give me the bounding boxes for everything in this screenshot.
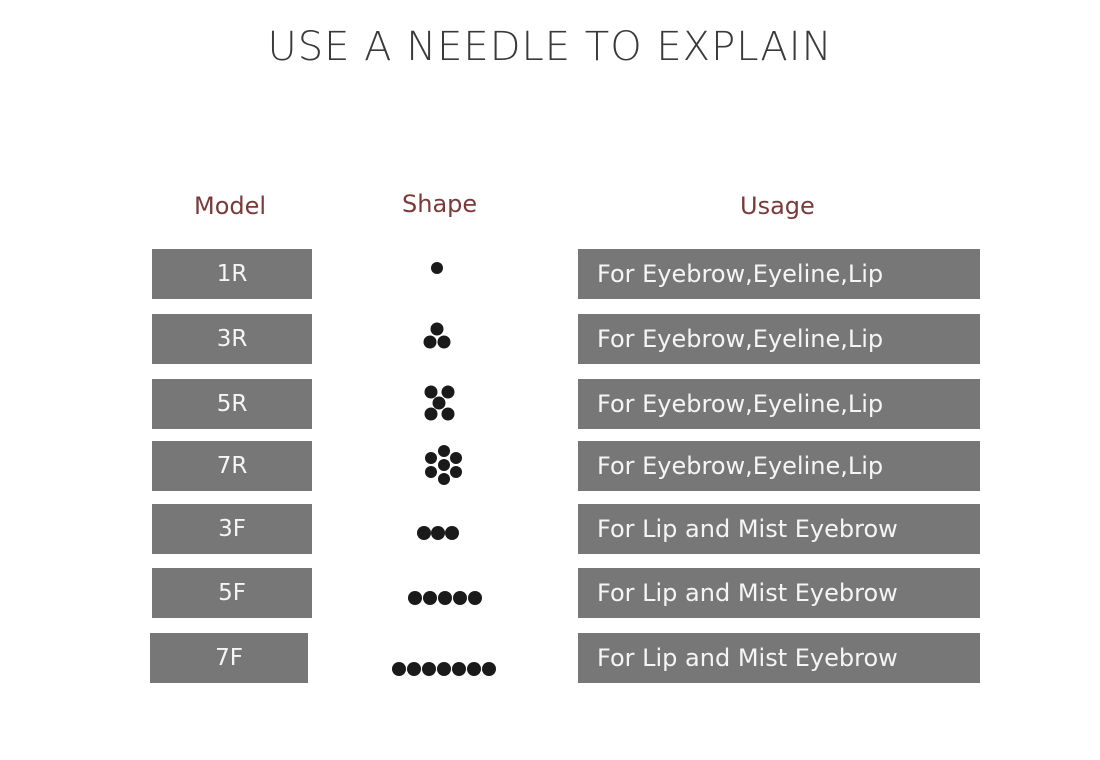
usage-cell: For Lip and Mist Eyebrow bbox=[578, 633, 980, 683]
usage-cell: For Eyebrow,Eyeline,Lip bbox=[578, 249, 980, 299]
column-header-model: Model bbox=[194, 192, 267, 220]
5-flat-needle-dots-icon bbox=[386, 568, 496, 618]
model-cell: 7F bbox=[150, 633, 308, 683]
1-round-needle-dots-icon bbox=[386, 249, 496, 299]
model-cell: 3R bbox=[152, 314, 312, 364]
usage-cell: For Eyebrow,Eyeline,Lip bbox=[578, 314, 980, 364]
needle-row-7f: 7F For Lip and Mist Eyebrow bbox=[0, 633, 1100, 683]
7-flat-needle-dots-icon bbox=[386, 633, 496, 683]
usage-cell: For Eyebrow,Eyeline,Lip bbox=[578, 379, 980, 429]
needle-row-3r: 3R For Eyebrow,Eyeline,Lip bbox=[0, 314, 1100, 364]
needle-row-5f: 5F For Lip and Mist Eyebrow bbox=[0, 568, 1100, 618]
usage-cell: For Eyebrow,Eyeline,Lip bbox=[578, 441, 980, 491]
model-cell: 5F bbox=[152, 568, 312, 618]
5-round-needle-dots-icon bbox=[386, 379, 496, 429]
model-cell: 7R bbox=[152, 441, 312, 491]
3-round-needle-dots-icon bbox=[386, 314, 496, 364]
page-title: USE A NEEDLE TO EXPLAIN bbox=[267, 24, 833, 70]
3-flat-needle-dots-icon bbox=[386, 504, 496, 554]
column-header-shape: Shape bbox=[402, 190, 478, 218]
needle-row-7r: 7R For Eyebrow,Eyeline,Lip bbox=[0, 441, 1100, 491]
usage-cell: For Lip and Mist Eyebrow bbox=[578, 568, 980, 618]
model-cell: 1R bbox=[152, 249, 312, 299]
usage-cell: For Lip and Mist Eyebrow bbox=[578, 504, 980, 554]
needle-row-1r: 1R For Eyebrow,Eyeline,Lip bbox=[0, 249, 1100, 299]
model-cell: 3F bbox=[152, 504, 312, 554]
model-cell: 5R bbox=[152, 379, 312, 429]
needle-row-3f: 3F For Lip and Mist Eyebrow bbox=[0, 504, 1100, 554]
needle-row-5r: 5R For Eyebrow,Eyeline,Lip bbox=[0, 379, 1100, 429]
column-header-usage: Usage bbox=[740, 192, 815, 220]
7-round-needle-dots-icon bbox=[386, 441, 496, 491]
